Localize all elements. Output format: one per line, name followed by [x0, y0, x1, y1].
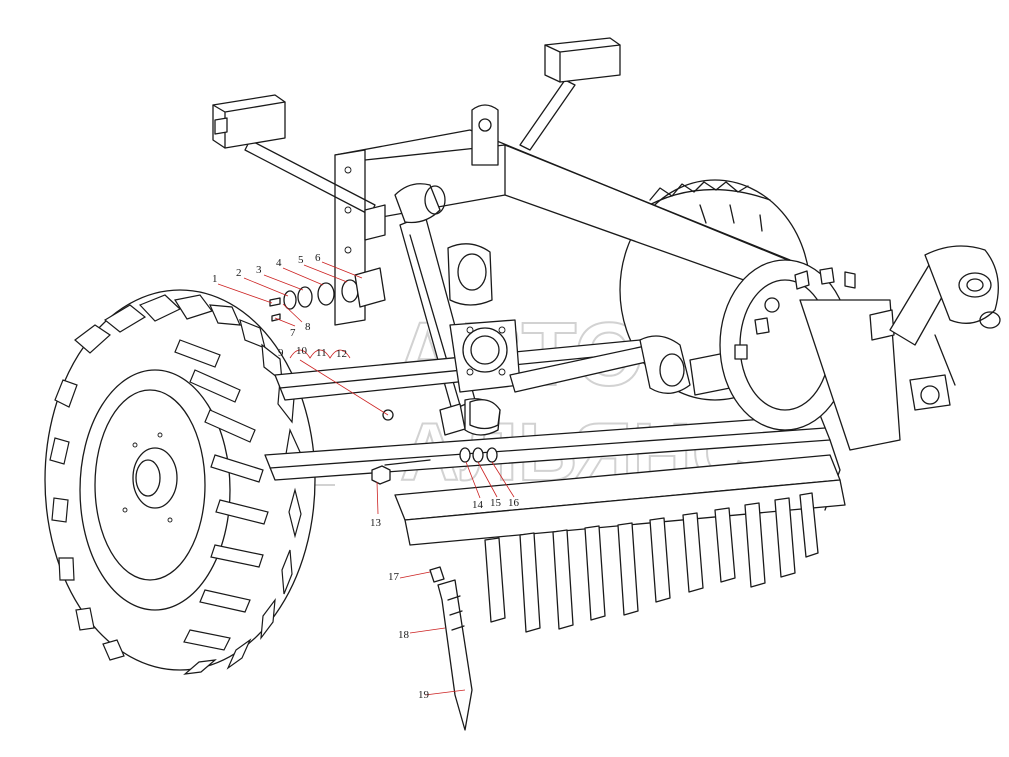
callout-15: 15: [490, 497, 502, 509]
callout-6: 6: [315, 252, 321, 264]
callout-19: 19: [418, 689, 430, 701]
callout-4: 4: [276, 257, 282, 269]
callout-17: 17: [388, 571, 400, 583]
callout-16: 16: [508, 497, 520, 509]
callout-10: 10: [296, 345, 308, 357]
callout-2: 2: [236, 267, 242, 279]
main-frame: [334, 104, 801, 326]
callout-11: 11: [316, 347, 327, 359]
crank-arm: [889, 245, 1001, 411]
tine-bar: [394, 454, 846, 546]
right-hub: [719, 259, 901, 511]
gearbox: [447, 243, 521, 393]
front-wheel: [44, 289, 316, 675]
exploded-tine: [429, 566, 473, 731]
callout-14: 14: [472, 499, 484, 511]
callout-labels: 1 2 3 4 5 6 7 8 9 10 11 12 13 14 15 16 1…: [212, 252, 520, 701]
callout-18: 18: [398, 629, 410, 641]
exploded-parts-lower: [371, 399, 501, 485]
callout-3: 3: [256, 264, 262, 276]
callout-13: 13: [370, 517, 382, 529]
hitch-arms: [212, 37, 621, 241]
callout-12: 12: [336, 348, 347, 360]
exploded-parts-upper: [269, 267, 386, 322]
callout-5: 5: [298, 254, 304, 266]
tines: [484, 492, 819, 633]
callout-8: 8: [305, 321, 311, 333]
callout-1: 1: [212, 273, 218, 285]
callout-7: 7: [290, 327, 296, 339]
leader-lines: [217, 261, 515, 696]
callout-9: 9: [278, 347, 284, 359]
